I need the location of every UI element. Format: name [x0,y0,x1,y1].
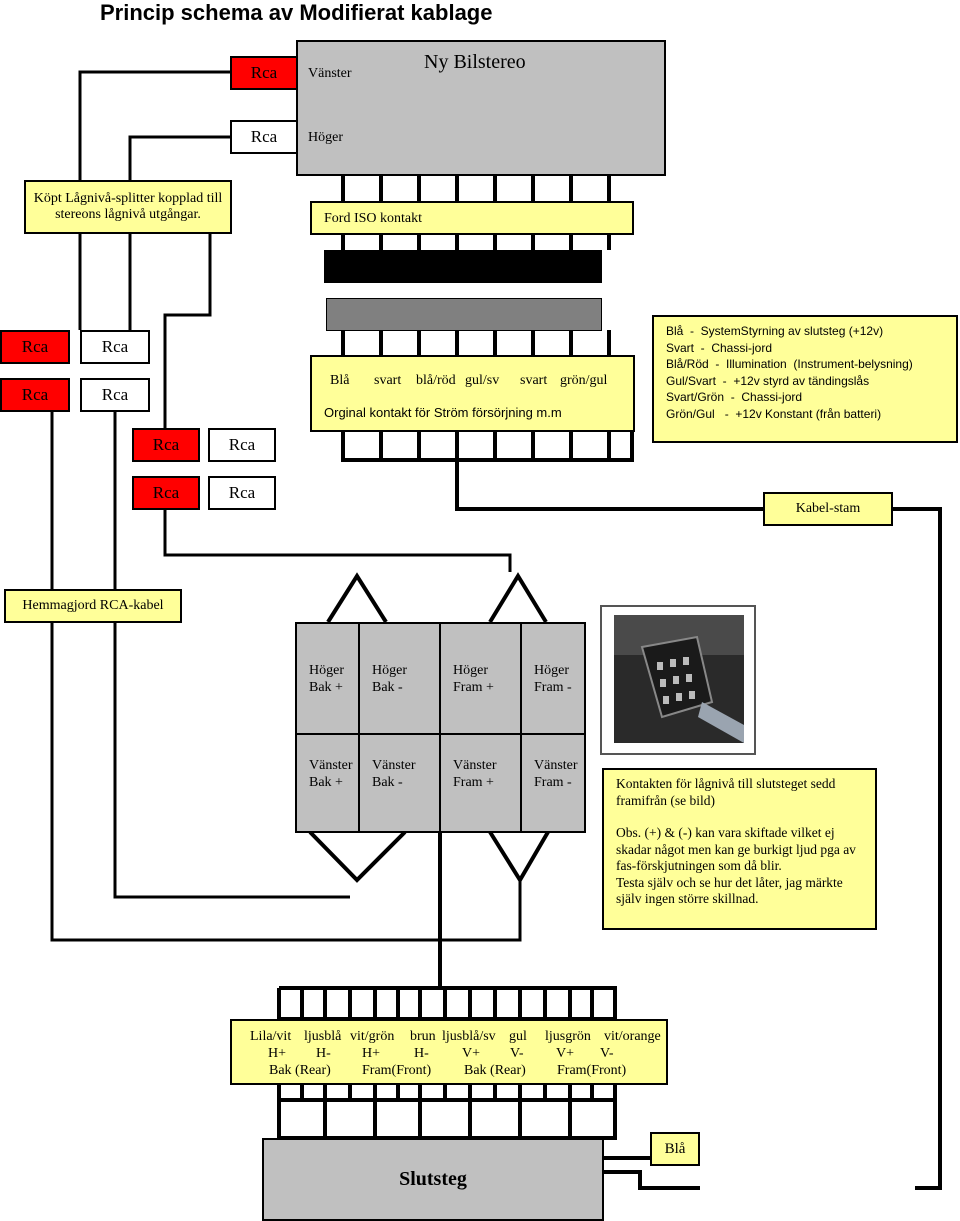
rca-stereo-left: Rca [230,56,298,90]
photo-note-p1: Kontakten för lågnivå till slutsteget se… [616,776,836,808]
rca-cable-1-red: Rca [132,428,200,462]
rca-stereo-right: Rca [230,120,298,154]
amp-wire-1: Lila/vit [250,1029,292,1044]
amp-wire-5: ljusblå/sv [442,1029,496,1044]
orig-wire-1: Blå [330,373,350,388]
stereo-box: Ny Bilstereo Vänster Höger [296,40,666,176]
amp-wire-4: brun [410,1029,436,1044]
orig-connector-gray [326,298,602,331]
kabel-stam-label: Kabel-stam [763,492,893,526]
amplifier-box: Slutsteg [262,1138,604,1221]
orig-connector-label: Orginal kontakt för Ström försörjning m.… [324,405,562,420]
wire-rca-to-top [163,510,512,572]
amp-pol-3: H+ [362,1046,381,1061]
orig-wire-6: grön/gul [560,373,608,388]
connector-photo [600,605,756,755]
amp-pol-4: H- [414,1046,429,1061]
legend-line-2: Svart - Chassi-jord [666,340,773,355]
legend-line-1: Blå - SystemStyrning av slutsteg (+12v) [666,324,884,338]
amp-pol-6: V- [510,1046,524,1061]
rca-cable-1-white: Rca [208,428,276,462]
wire-rca-loop-b [50,410,522,942]
rca-split-1-white: Rca [80,330,150,364]
legend-line-6: Grön/Gul - +12v Konstant (från batteri) [666,406,882,421]
wire-rca-left [78,70,230,330]
amplifier-name: Slutsteg [399,1168,467,1190]
orig-wire-2: svart [374,373,402,388]
amp-pol-1: H+ [268,1046,287,1061]
amp-wire-3: vit/grön [350,1029,395,1044]
legend-line-3: Blå/Röd - Illumination (Instrument-belys… [666,357,913,371]
amp-pol-8: V- [600,1046,614,1061]
splitter-note: Köpt Lågnivå-splitter kopplad till stere… [24,180,232,234]
orig-connector-box: Blå svart blå/röd gul/sv svart grön/gul … [310,355,635,432]
legend-line-4: Gul/Svart - +12v styrd av tändingslås [666,373,870,388]
page-title: Princip schema av Modifierat kablage [100,0,493,25]
orig-wire-3: blå/röd [416,373,456,388]
orig-wire-5: svart [520,373,548,388]
wire-rca-loop-a [113,410,350,899]
blue-wire-label: Blå [650,1132,700,1166]
stereo-name: Ny Bilstereo [424,51,526,73]
amp-wire-6: gul [509,1029,527,1044]
wire-splitter-out-a [163,233,212,428]
amp-group-4: Fram(Front) [557,1063,627,1078]
amp-group-1: Bak (Rear) [269,1063,331,1078]
orig-wire-4: gul/sv [465,373,500,388]
amp-wire-7: ljusgrön [545,1029,591,1044]
rca-split-2-white: Rca [80,378,150,412]
stereo-left-label: Vänster [308,66,352,81]
amp-wire-8: vit/orange [604,1029,661,1044]
amp-pol-2: H- [316,1046,331,1061]
amp-pol-7: V+ [556,1046,575,1061]
amp-group-3: Bak (Rear) [464,1063,526,1078]
legend-line-5: Svart/Grön - Chassi-jord [666,390,803,404]
amp-connector-box: Lila/vit ljusblå vit/grön brun ljusblå/s… [230,1019,668,1085]
wire-legend: Blå - SystemStyrning av slutsteg (+12v) … [652,315,958,443]
photo-note-p2: Obs. (+) & (-) kan vara skiftade vilket … [616,825,856,873]
amp-wire-2: ljusblå [304,1029,342,1044]
wire-rca-right-upper [128,135,230,180]
connector-photo-image [614,615,744,743]
amp-pol-5: V+ [462,1046,481,1061]
rca-split-2-red: Rca [0,378,70,412]
rca-split-1-red: Rca [0,330,70,364]
rca-cable-2-white: Rca [208,476,276,510]
amp-group-2: Fram(Front) [362,1063,432,1078]
iso-label: Ford ISO kontakt [310,201,634,235]
stereo-right-label: Höger [308,130,343,145]
photo-note-p3: Testa själv och se hur det låter, jag mä… [616,874,843,907]
iso-connector-black [324,250,602,283]
rca-cable-2-red: Rca [132,476,200,510]
rca-cable-label: Hemmagjord RCA-kabel [4,589,182,623]
photo-note: Kontakten för lågnivå till slutsteget se… [602,768,877,930]
